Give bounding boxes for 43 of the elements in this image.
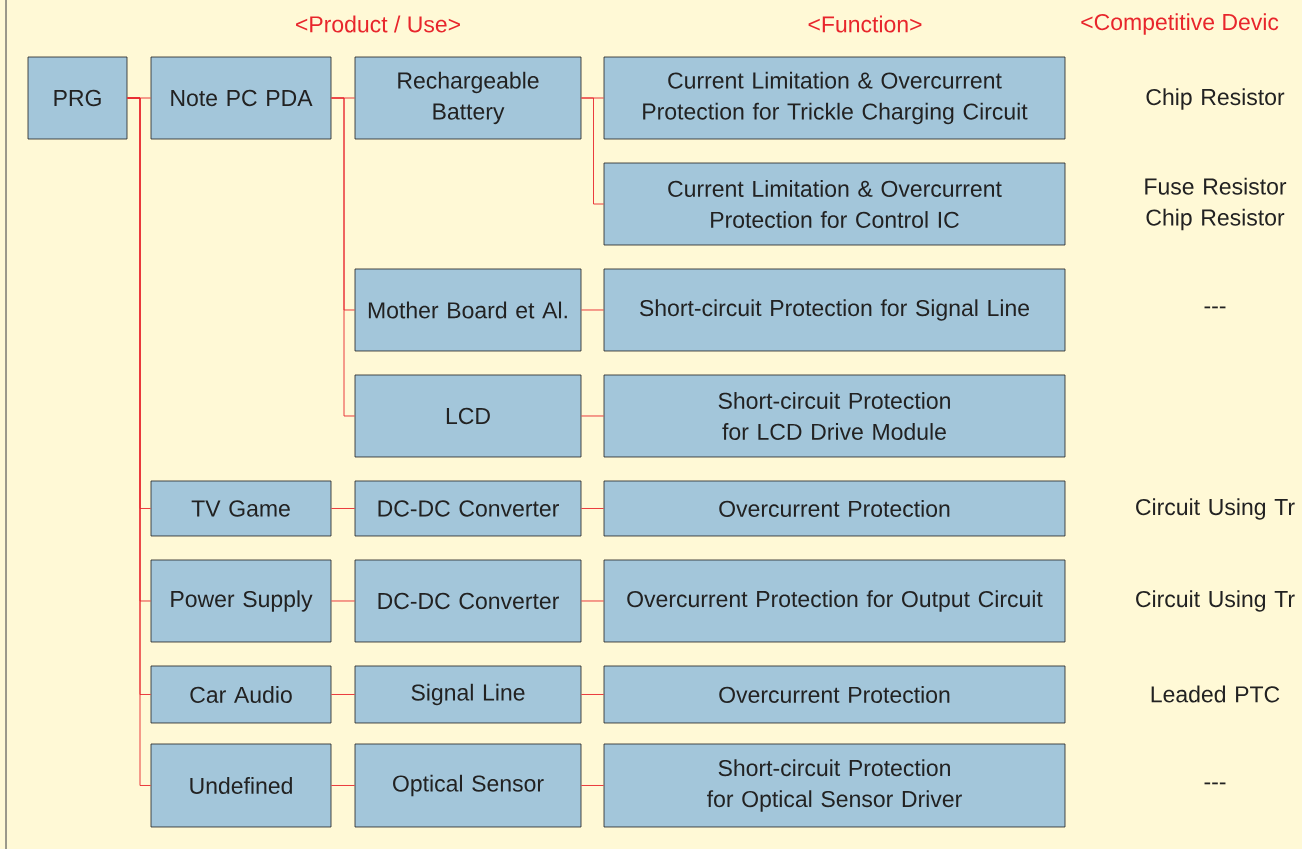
category-box: Current Limitation & Overcurrent Protection for Control IC [603, 162, 1066, 246]
device-text: Circuit Using Tr [1136, 498, 1295, 520]
category-box: Car Audio [150, 665, 332, 724]
category-box: Short-circuit Protection for Optical Sensor Driver [603, 743, 1066, 828]
column-heading: <Function> [808, 15, 922, 33]
connector-line [330, 97, 356, 417]
connector-line [580, 694, 605, 695]
connector-line [330, 694, 356, 695]
category-box: Short-circuit Protection for Signal Line [603, 268, 1066, 352]
category-box: Note PC PDA [150, 56, 332, 140]
connector-line [330, 508, 356, 509]
category-box: Optical Sensor [354, 743, 582, 828]
column-heading: <Product / Use> [296, 15, 460, 33]
connector-line [580, 309, 605, 311]
category-box: Power Supply [150, 559, 332, 643]
category-box: PRG [27, 56, 128, 140]
column-heading: <Competitive Devic [1081, 13, 1279, 35]
device-text: --- [1204, 306, 1226, 309]
connector-line [580, 508, 605, 509]
category-box: DC-DC Converter [354, 559, 582, 643]
connector-line [580, 415, 605, 417]
device-text: Chip Resistor [1146, 88, 1285, 110]
category-box: TV Game [150, 480, 332, 537]
category-box: Undefined [150, 743, 332, 828]
device-text: Leaded PTC [1151, 685, 1280, 703]
category-box: Overcurrent Protection [603, 480, 1066, 537]
category-box: DC-DC Converter [354, 480, 582, 537]
category-box: LCD [354, 374, 582, 458]
connector-line [330, 785, 356, 786]
device-text: Circuit Using Tr [1136, 590, 1295, 612]
connector-line [580, 785, 605, 786]
connector-line [330, 600, 356, 602]
device-text: Fuse Resistor Chip Resistor [1145, 177, 1287, 231]
category-box: Current Limitation & Overcurrent Protection for Trickle Charging Circuit [603, 56, 1066, 140]
category-box: Rechargeable Battery [354, 56, 582, 140]
category-box: Overcurrent Protection [603, 665, 1066, 724]
category-box: Overcurrent Protection for Output Circuit [603, 559, 1066, 643]
connector-line [580, 97, 605, 205]
category-box: Mother Board et Al. [354, 268, 582, 352]
category-box: Short-circuit Protection for LCD Drive Module [603, 374, 1066, 458]
connector-line [580, 600, 605, 602]
category-box: Signal Line [354, 665, 582, 724]
device-text: --- [1204, 782, 1226, 785]
